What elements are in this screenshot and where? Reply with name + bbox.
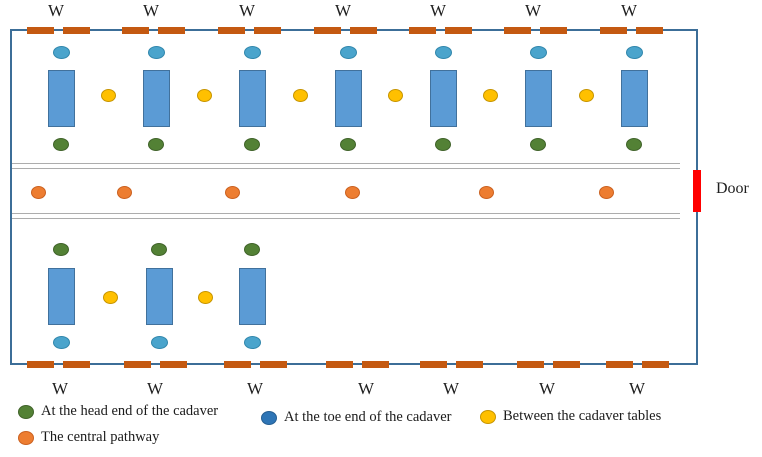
window-label: W — [246, 379, 264, 398]
pathway-dot — [116, 185, 132, 199]
toe-end-dot — [339, 45, 357, 59]
window-dash — [605, 360, 633, 368]
head-end-dot — [53, 242, 69, 256]
pathway-dot — [30, 185, 46, 199]
window-dash — [444, 26, 472, 34]
cadaver-table — [334, 70, 362, 127]
window-dash — [599, 26, 627, 34]
window-dash — [349, 26, 377, 34]
window-label: W — [620, 1, 638, 20]
window-dash — [539, 26, 567, 34]
head-end-dot — [151, 242, 167, 256]
window-dash — [361, 360, 389, 368]
window-dash — [635, 26, 663, 34]
cadaver-table — [145, 268, 173, 325]
pathway-dot — [224, 185, 240, 199]
cadaver-table — [47, 268, 75, 325]
pathway-line — [12, 218, 680, 219]
between-tables-dot — [102, 290, 118, 304]
window-dash — [419, 360, 447, 368]
pathway-line — [12, 168, 680, 169]
window-label: W — [442, 379, 460, 398]
window-dash — [552, 360, 580, 368]
pathway-dot — [598, 185, 614, 199]
window-dash — [253, 26, 281, 34]
window-dash — [123, 360, 151, 368]
head-end-dot — [244, 137, 260, 151]
toe-end-dot — [434, 45, 452, 59]
window-dash — [641, 360, 669, 368]
window-label: W — [142, 1, 160, 20]
window-dash — [157, 26, 185, 34]
window-dash — [313, 26, 341, 34]
window-dash — [408, 26, 436, 34]
head-end-dot — [244, 242, 260, 256]
window-label: W — [51, 379, 69, 398]
window-label: W — [146, 379, 164, 398]
toe-end-dot — [243, 45, 261, 59]
window-dash — [159, 360, 187, 368]
pathway-line — [12, 213, 680, 214]
cadaver-table — [429, 70, 457, 127]
pathway-dot — [344, 185, 360, 199]
head-end-dot — [340, 137, 356, 151]
toe-end-dot — [625, 45, 643, 59]
window-label: W — [357, 379, 375, 398]
window-dash — [325, 360, 353, 368]
between-tables-dot — [388, 89, 403, 102]
cadaver-table — [620, 70, 648, 127]
cadaver-table — [238, 268, 266, 325]
window-dash — [223, 360, 251, 368]
cadaver-table — [524, 70, 552, 127]
head-end-dot — [435, 137, 451, 151]
window-dash — [516, 360, 544, 368]
between-tables-dot — [196, 89, 212, 102]
window-label: W — [628, 379, 646, 398]
head-end-dot — [53, 137, 69, 151]
window-dash — [259, 360, 287, 368]
cadaver-table — [238, 70, 266, 127]
between-tables-dot — [483, 89, 498, 102]
window-label: W — [238, 1, 256, 20]
window-label: W — [334, 1, 352, 20]
toe-end-dot — [52, 45, 70, 59]
cadaver-table — [47, 70, 75, 127]
toe-end-dot — [243, 335, 261, 349]
toe-end-dot — [147, 45, 165, 59]
window-dash — [217, 26, 245, 34]
cadaver-table — [142, 70, 170, 127]
door-label: Door — [716, 180, 749, 197]
pathway-line — [12, 163, 680, 164]
window-label: W — [538, 379, 556, 398]
window-dash — [455, 360, 483, 368]
window-dash — [26, 26, 54, 34]
head-end-dot — [626, 137, 642, 151]
window-dash — [503, 26, 531, 34]
window-label: W — [524, 1, 542, 20]
window-label: W — [429, 1, 447, 20]
toe-end-dot — [52, 335, 70, 349]
head-end-dot — [148, 137, 164, 151]
between-tables-dot — [101, 89, 116, 102]
between-tables-dot — [292, 89, 308, 102]
toe-end-dot — [150, 335, 168, 349]
head-end-dot — [530, 137, 546, 151]
window-dash — [62, 26, 90, 34]
between-tables-dot — [578, 89, 594, 102]
between-tables-dot — [197, 290, 213, 304]
pathway-dot — [478, 185, 494, 199]
window-dash — [26, 360, 54, 368]
window-dash — [62, 360, 90, 368]
window-label: W — [47, 1, 65, 20]
door-marker — [693, 170, 701, 212]
toe-end-dot — [529, 45, 547, 59]
window-dash — [121, 26, 149, 34]
